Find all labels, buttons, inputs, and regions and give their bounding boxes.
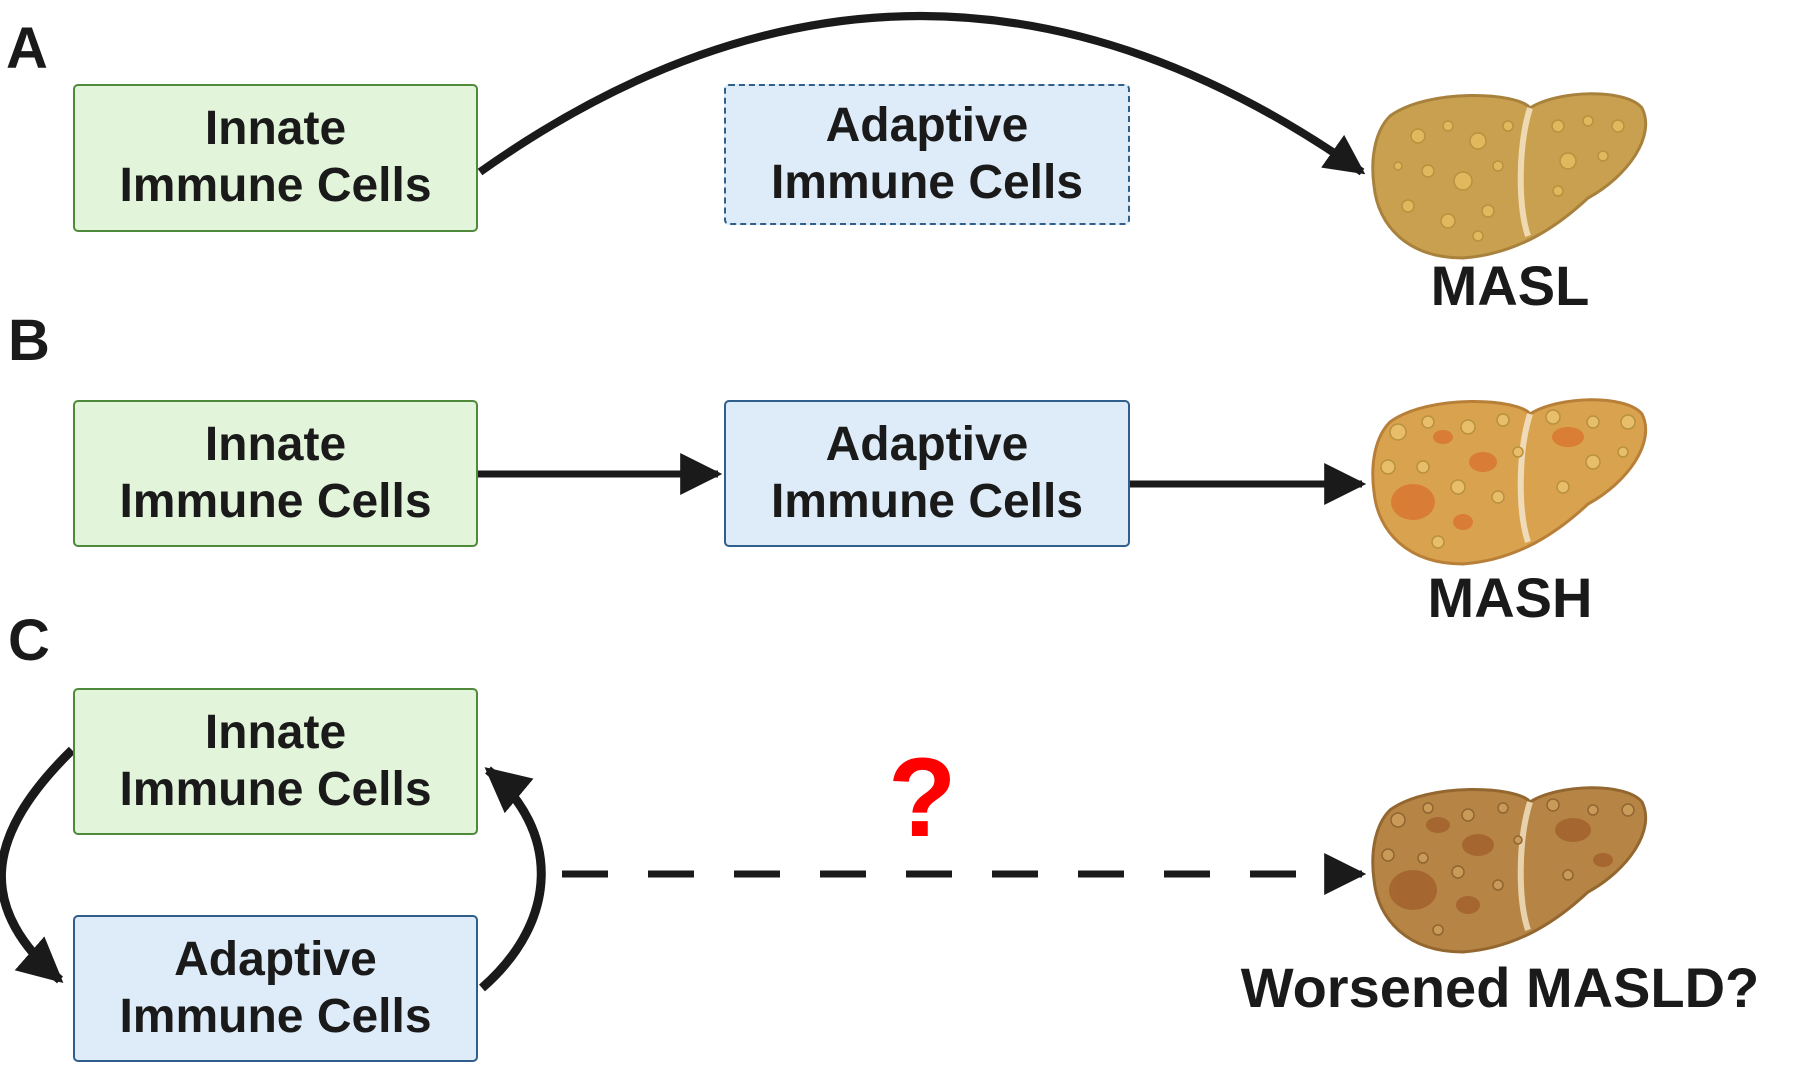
innate-label-line2: Immune Cells [119,474,432,528]
innate-label-line1: Innate [204,417,347,471]
fibrotic-liver-icon [1371,786,1648,954]
arrow-a-innate-to-masl [477,12,1366,176]
arrow-c-adaptive-to-innate [479,766,546,992]
adaptive-immune-cells-box-a: Adaptive Immune Cells [724,84,1130,225]
outcome-label-mash: MASH [1427,566,1593,629]
adaptive-label-line1: Adaptive [825,98,1029,152]
inflamed-liver-icon [1371,398,1648,566]
adaptive-immune-cells-box-b: Adaptive Immune Cells [724,400,1130,547]
outcome-label-worsened-masld: Worsened MASLD? [1240,956,1760,1019]
arrow-c-innate-to-adaptive [0,746,76,984]
innate-label-line2: Immune Cells [119,159,432,212]
adaptive-label-line2: Immune Cells [119,989,432,1043]
innate-label-line2: Immune Cells [119,762,432,816]
innate-immune-cells-box-b: Innate Immune Cells [73,400,478,547]
innate-label-line1: Innate [204,705,347,759]
innate-label-line1: Innate [204,102,347,156]
adaptive-label-line2: Immune Cells [770,474,1084,528]
outcome-label-masl: MASL [1430,254,1590,317]
adaptive-immune-cells-box-c: Adaptive Immune Cells [73,915,478,1062]
innate-immune-cells-box-a: Innate Immune Cells [73,84,478,232]
panel-label-a: A [6,16,48,81]
question-mark: ? [888,735,957,860]
innate-immune-cells-box-c: Innate Immune Cells [73,688,478,835]
steatotic-liver-icon [1371,92,1648,260]
adaptive-label-line1: Adaptive [174,932,377,986]
panel-label-c: C [8,608,50,673]
adaptive-label-line1: Adaptive [825,417,1029,471]
panel-label-b: B [8,308,50,373]
adaptive-label-line2: Immune Cells [770,155,1084,209]
